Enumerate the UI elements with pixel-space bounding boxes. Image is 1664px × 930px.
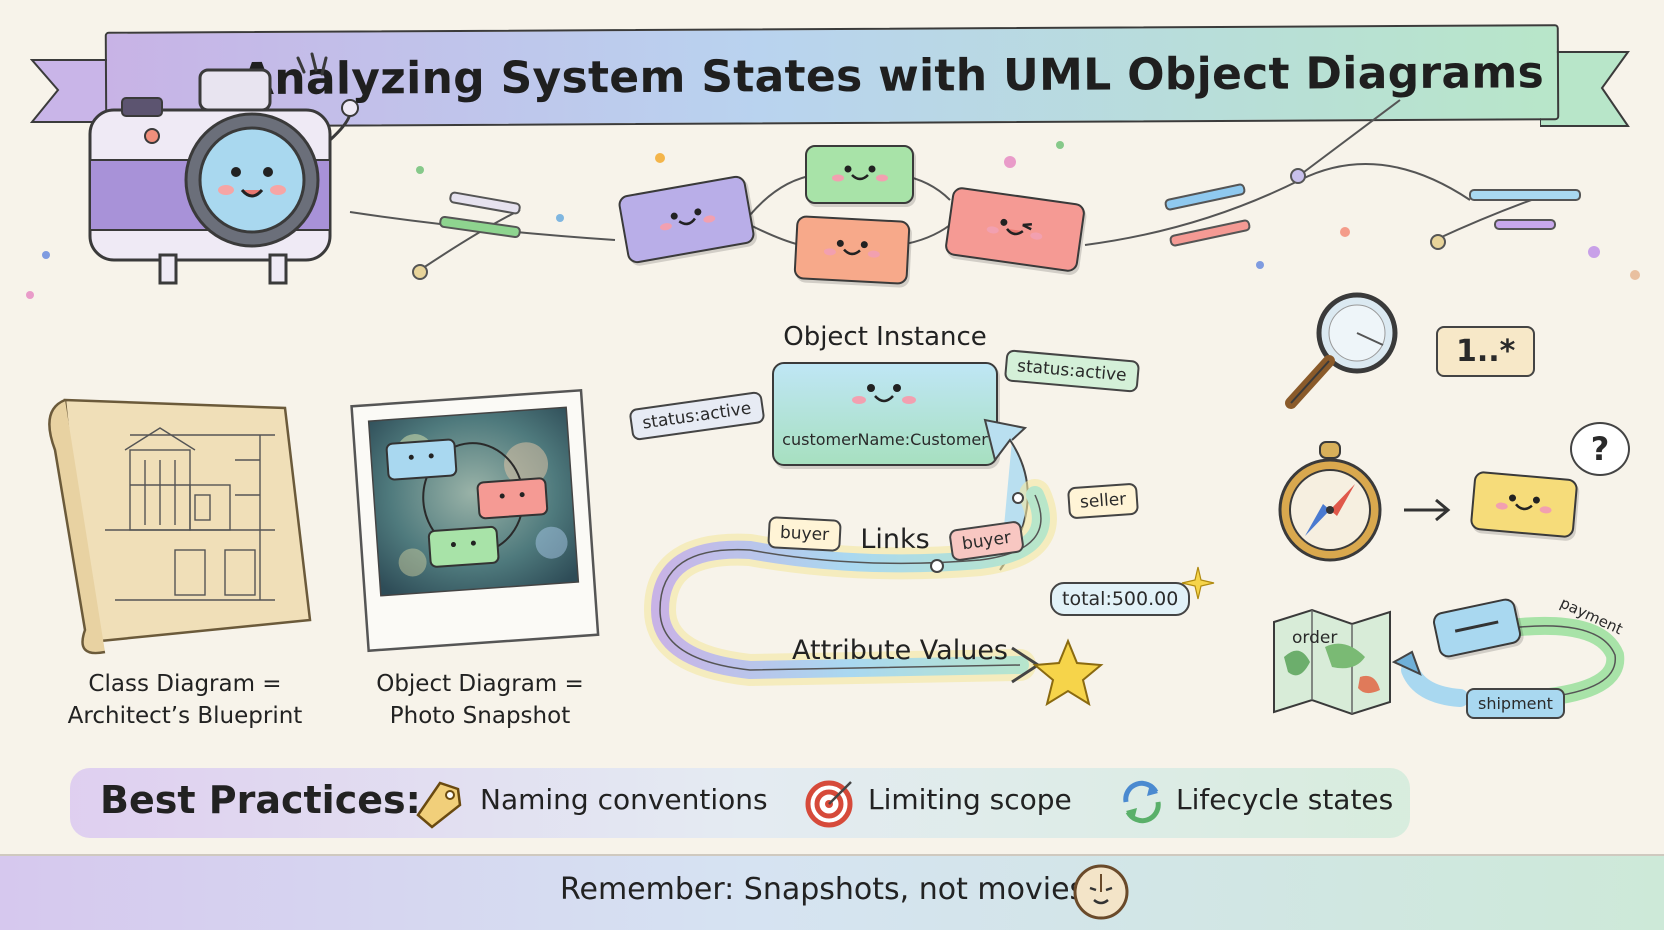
map-icon (1273, 608, 1391, 716)
smile-face-icon (659, 208, 715, 230)
dash-mark (1454, 620, 1499, 633)
object-orange (793, 215, 911, 285)
best-practices-heading: Best Practices: (100, 778, 421, 822)
order-label: order (1292, 628, 1338, 648)
class-diagram-caption: Class Diagram = Architect’s Blueprint (40, 668, 330, 732)
polaroid-photo-icon (350, 388, 600, 653)
bp-item-scope: Limiting scope (868, 783, 1072, 816)
caption-line: Architect’s Blueprint (67, 703, 303, 729)
instance-name: customerName:Customer (782, 430, 988, 449)
banner-right-tail (1540, 51, 1630, 127)
status-tag-right: status:active (1003, 349, 1140, 393)
total-tag: total:500.00 (1050, 582, 1191, 616)
magnifier-icon (1285, 292, 1398, 409)
target-icon (805, 780, 853, 828)
seller-tag: seller (1066, 482, 1140, 520)
clock-icon (1073, 864, 1129, 920)
object-purple (616, 174, 757, 265)
object-diagram-caption: Object Diagram = Photo Snapshot (335, 668, 625, 732)
compass-icon (1278, 441, 1382, 562)
multiplicity-tag: 1..* (1436, 326, 1536, 377)
attribute-values-label: Attribute Values (791, 635, 1008, 666)
arrow-right-icon (1404, 498, 1451, 522)
banner-left-tail (30, 59, 119, 123)
question-bubble: ? (1570, 422, 1630, 476)
object-green (805, 145, 914, 204)
star-icon (1032, 638, 1104, 707)
shipment-tag: shipment (1466, 688, 1565, 719)
smile-face-icon (1495, 493, 1552, 513)
best-practices-bar (70, 768, 1410, 838)
bp-item-naming: Naming conventions (480, 783, 768, 816)
buyer-tag-left: buyer (767, 516, 842, 552)
object-instance-label: Object Instance (783, 322, 987, 352)
bp-item-lifecycle: Lifecycle states (1176, 783, 1394, 816)
caption-line: Photo Snapshot (389, 703, 571, 729)
caption-line: Object Diagram = (376, 671, 584, 697)
blueprint-scroll-icon (48, 398, 312, 655)
smile-face-icon (831, 165, 888, 181)
object-network-lines (26, 99, 1640, 299)
object-instance-box: customerName:Customer (772, 362, 998, 466)
cycle-icon (1123, 780, 1161, 824)
cycle-arrows (1391, 616, 1625, 707)
footer-text: Remember: Snapshots, not movies! (560, 872, 1098, 907)
links-label: Links (860, 524, 930, 555)
object-yellow (1469, 470, 1579, 539)
question-mark: ? (1590, 430, 1610, 468)
wink-face-icon (986, 218, 1043, 240)
smile-face-icon (823, 239, 880, 258)
footer-strip (0, 854, 1664, 930)
sparkle-icon (1181, 566, 1215, 600)
tag-icon (416, 781, 462, 829)
camera-mascot-icon (88, 52, 359, 285)
smile-face-icon (852, 384, 916, 404)
caption-line: Class Diagram = (88, 671, 282, 697)
object-red (943, 186, 1087, 273)
